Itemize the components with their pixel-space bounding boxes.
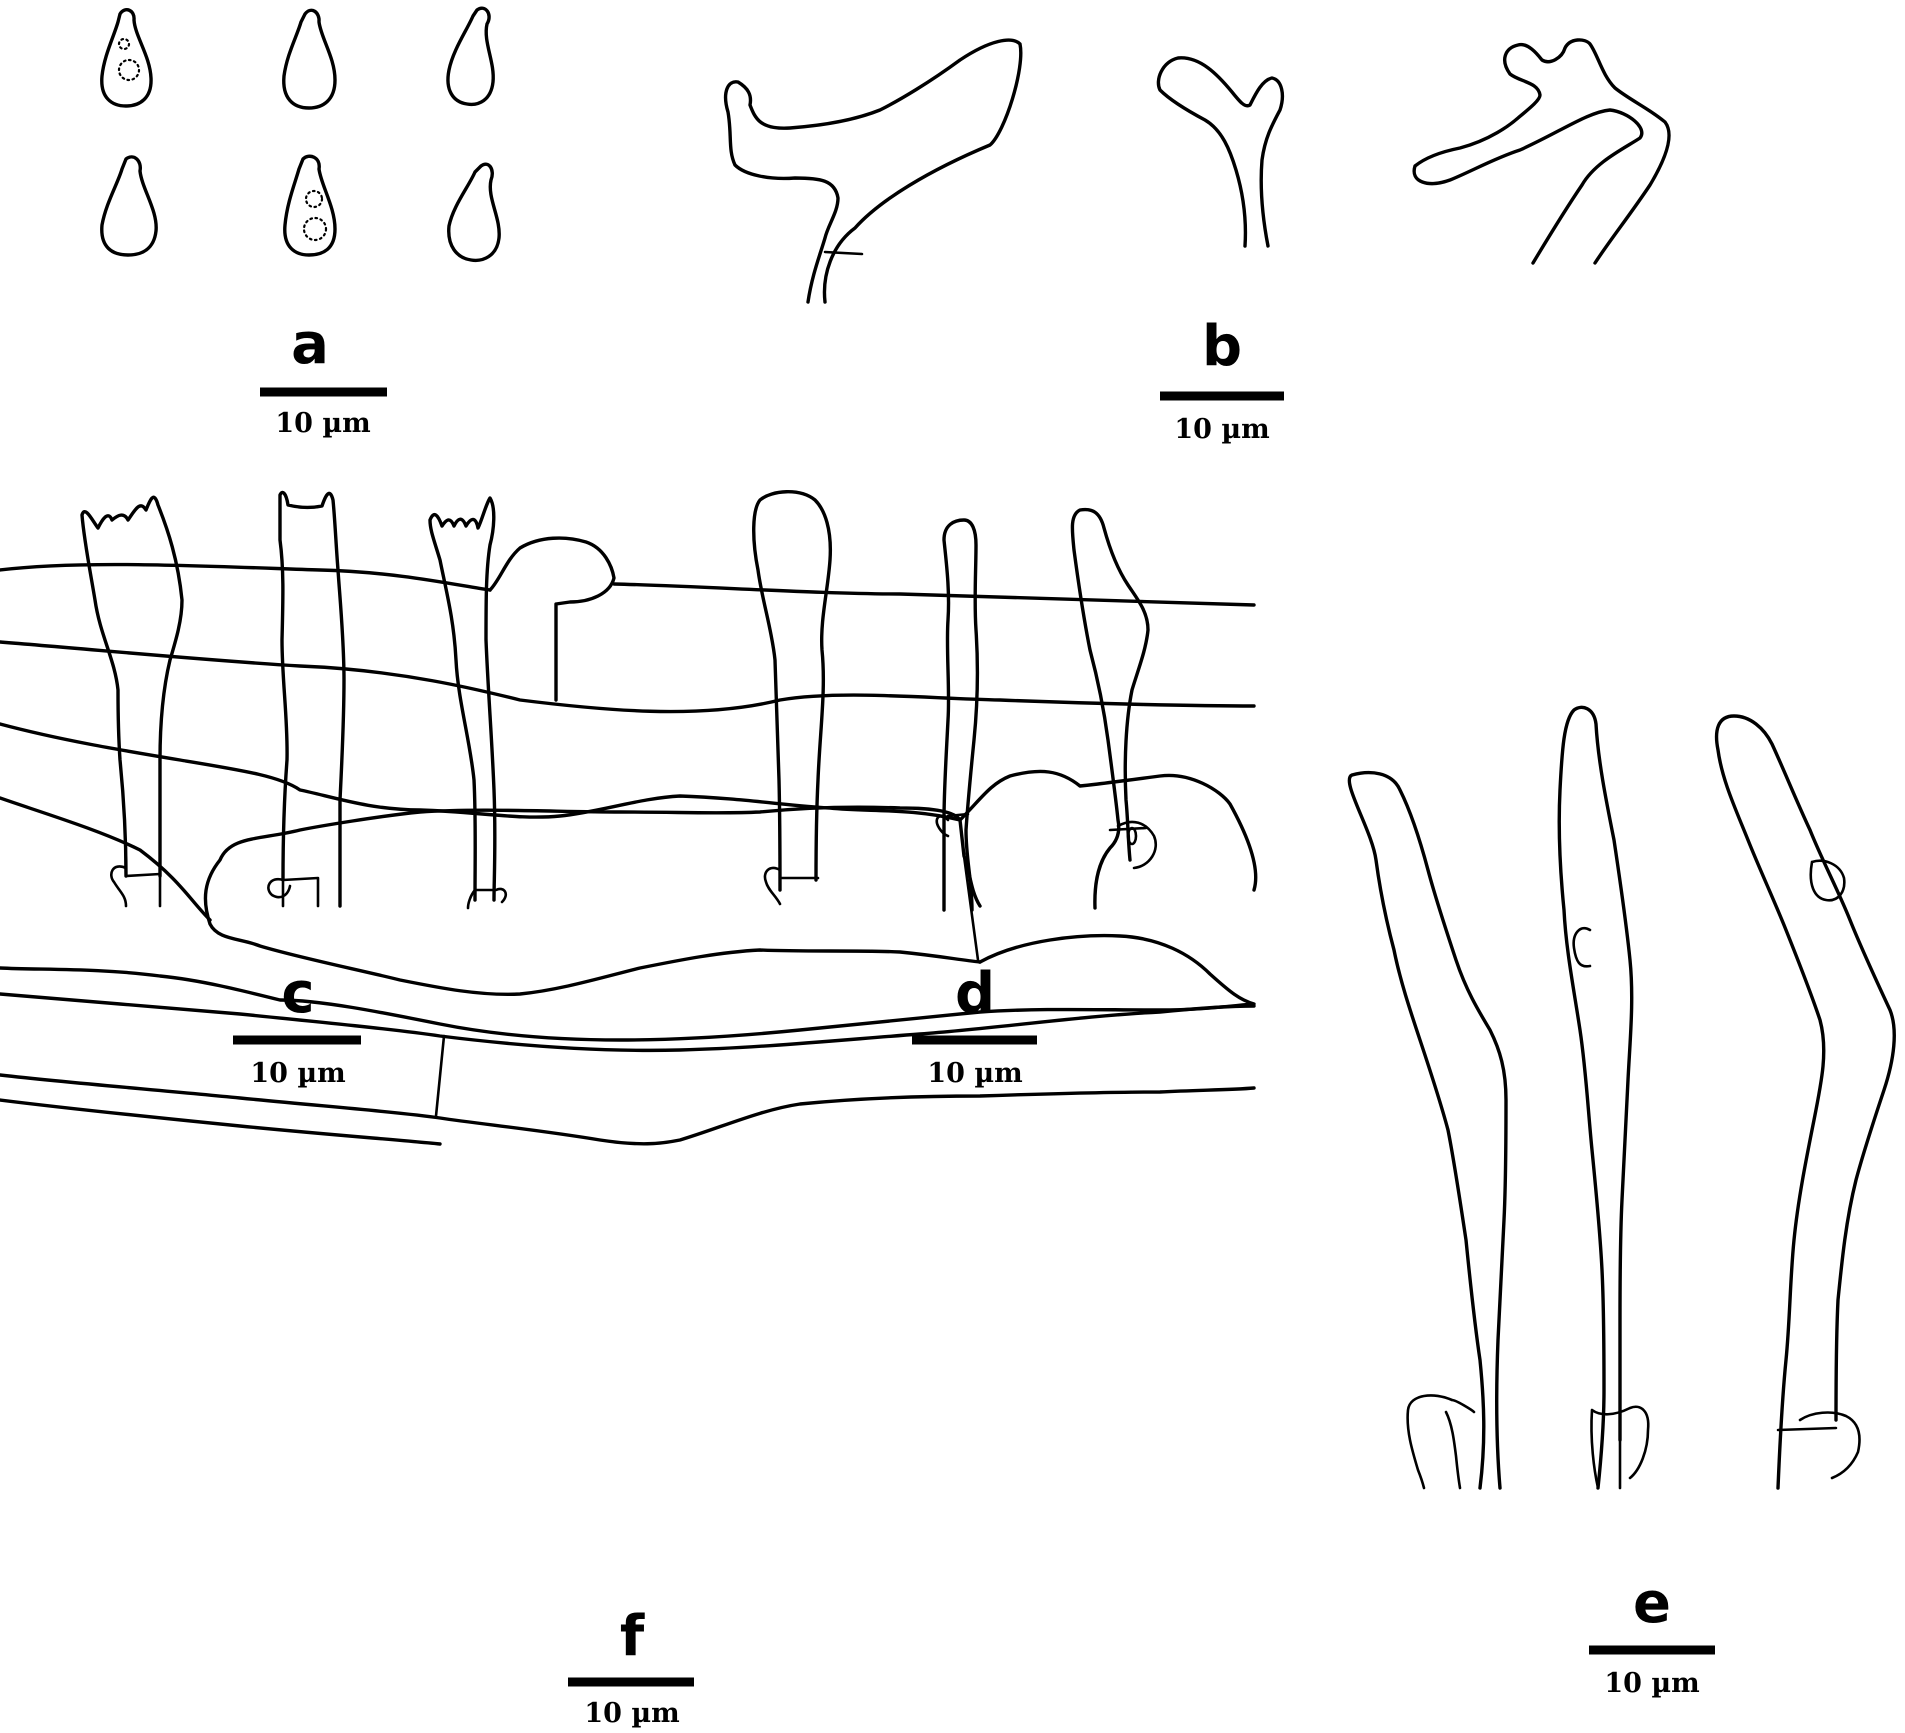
- hypha-f-septum-1: [434, 1034, 446, 1118]
- panel-a-basidiospores: [100, 6, 501, 263]
- cystidium-3-septum-pore: [1126, 826, 1138, 846]
- branched-element-1-septum: [823, 250, 864, 256]
- element-e-3-spore: [1809, 859, 1846, 902]
- panel-d-label-group: d 10 µm: [912, 961, 1037, 1089]
- hypha-f-6: [0, 1098, 442, 1146]
- hypha-f-1-upper-right: [612, 582, 1256, 607]
- element-e-3: [1714, 714, 1896, 1490]
- element-e-2-clamp: [1590, 1405, 1650, 1490]
- spore-4: [100, 155, 158, 257]
- basidium-1-clamp: [110, 865, 162, 908]
- basidium-3: [428, 496, 497, 902]
- basidium-2-clamp: [267, 876, 320, 908]
- spore-5: [283, 154, 337, 257]
- branched-element-3: [1412, 38, 1671, 265]
- hypha-f-2-top: [0, 722, 1258, 892]
- scale-label-f: 10 µm: [584, 1698, 679, 1729]
- spore-2: [282, 8, 337, 110]
- basidium-1: [80, 495, 184, 878]
- hypha-f-1-top: [0, 562, 492, 592]
- cystidium-3: [1070, 507, 1150, 910]
- panel-letter-e: e: [1633, 1571, 1671, 1636]
- scale-label-a: 10 µm: [275, 408, 370, 439]
- panel-d-cystidia: [752, 490, 1157, 912]
- panel-e-elements: [1347, 705, 1896, 1490]
- hypha-f-3: [0, 933, 1256, 1042]
- scale-label-c: 10 µm: [250, 1058, 345, 1089]
- hypha-f-4: [0, 992, 1256, 1053]
- spore-1: [100, 8, 153, 108]
- panel-b-label-group: b 10 µm: [1160, 314, 1284, 445]
- panel-e-label-group: e 10 µm: [1589, 1571, 1715, 1699]
- hypha-f-septum-2: [962, 854, 980, 962]
- cystidium-1-clamp: [763, 866, 820, 906]
- scale-label-e: 10 µm: [1604, 1668, 1699, 1699]
- hypha-f-1-lower: [0, 640, 1256, 714]
- cystidium-2: [942, 518, 979, 912]
- cystidium-1: [752, 490, 833, 892]
- hypha-f-clamp: [488, 536, 616, 702]
- panel-letter-b: b: [1202, 314, 1242, 379]
- panel-f-hyphae: [0, 536, 1258, 1146]
- basidium-2: [278, 490, 346, 908]
- panel-letter-f: f: [620, 1604, 645, 1669]
- panel-b-branched-elements: [723, 38, 1671, 304]
- spore-6: [447, 162, 501, 263]
- scale-label-d: 10 µm: [927, 1058, 1022, 1089]
- element-e-1: [1347, 771, 1508, 1490]
- basidium-3-clamp: [466, 887, 508, 910]
- hypha-f-5: [0, 1073, 1256, 1146]
- element-e-2: [1557, 705, 1634, 1490]
- branched-element-2: [1156, 56, 1285, 248]
- panel-c-label-group: c 10 µm: [233, 961, 361, 1089]
- element-e-2-spore: [1572, 927, 1592, 968]
- panel-letter-a: a: [291, 312, 329, 377]
- branched-element-1: [723, 38, 1023, 304]
- panel-f-label-group: f 10 µm: [568, 1604, 694, 1729]
- panel-letter-d: d: [955, 961, 995, 1026]
- element-e-1-clamp: [1406, 1394, 1476, 1490]
- element-e-3-clamp: [1776, 1411, 1861, 1480]
- hypha-f-inner-cell: [203, 805, 982, 996]
- panel-c-basidia: [80, 490, 508, 910]
- panel-a-label-group: a 10 µm: [260, 312, 387, 439]
- hypha-f-2-bottom: [0, 796, 212, 922]
- cystidium-3-clamp: [1108, 820, 1157, 870]
- scale-label-b: 10 µm: [1174, 414, 1269, 445]
- spore-3: [446, 6, 495, 107]
- panel-letter-c: c: [281, 961, 314, 1026]
